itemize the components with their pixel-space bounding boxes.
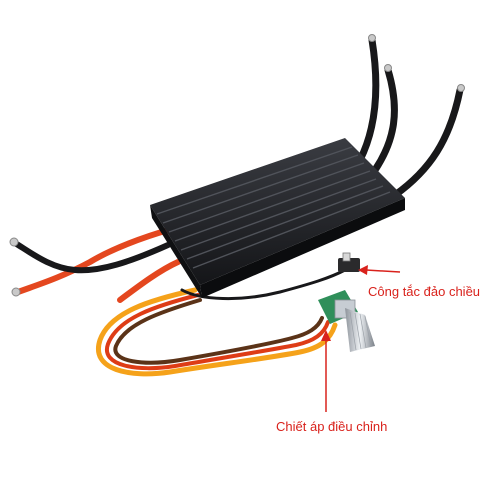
wire-tip — [457, 84, 465, 92]
signal-wire — [95, 287, 338, 377]
esc-heatsink — [150, 138, 405, 298]
arrow-icon — [358, 265, 401, 275]
battery-wire-red — [15, 225, 178, 295]
arrow-icon — [321, 330, 331, 412]
pot-label: Chiết áp điều chỉnh — [276, 419, 388, 434]
direction-switch — [338, 252, 360, 272]
motor-wire — [356, 36, 464, 199]
potentiometer — [318, 290, 375, 352]
wire-tip — [11, 287, 21, 297]
wire-tip — [384, 64, 392, 72]
wire-tip — [368, 34, 376, 42]
switch-label: Công tắc đảo chiều — [368, 284, 481, 299]
battery-wire-black — [12, 240, 171, 274]
wire-tip — [9, 237, 19, 247]
red-loop — [117, 259, 181, 303]
